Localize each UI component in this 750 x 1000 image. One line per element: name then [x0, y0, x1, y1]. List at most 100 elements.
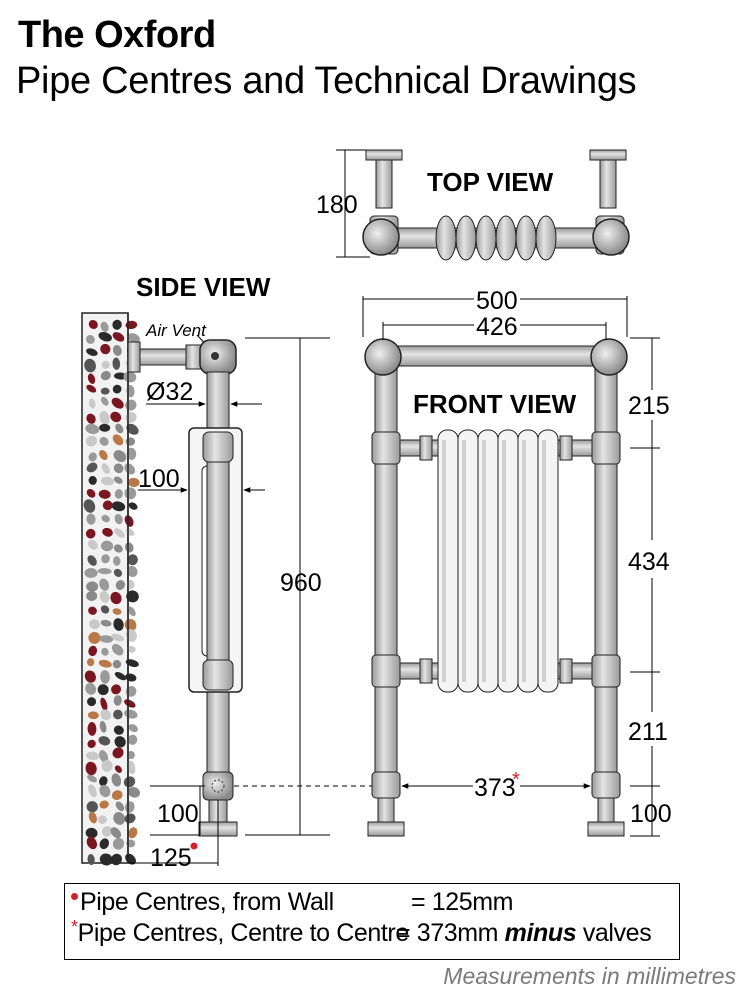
wall-stone — [127, 606, 136, 617]
wall-stone — [123, 371, 137, 383]
wall-stone — [111, 501, 126, 512]
wall-stone — [88, 811, 97, 824]
wall-stone — [112, 332, 125, 342]
wall-stone — [110, 591, 122, 605]
front-radiator-column-highlight — [502, 440, 506, 682]
legend-row2-bold: minus — [504, 919, 577, 947]
front-view-label: FRONT VIEW — [413, 389, 577, 419]
wall-stone — [101, 826, 113, 837]
wall-stone — [99, 436, 109, 446]
front-radiator-column-highlight — [542, 440, 546, 682]
wall-stone — [114, 528, 125, 538]
top-radiator-column — [535, 215, 557, 261]
wall-stone — [126, 590, 139, 603]
side-view-drawing — [127, 339, 243, 837]
wall-stone — [128, 502, 138, 510]
wall-stone — [112, 608, 122, 615]
wall-stone — [86, 413, 96, 424]
wall-stone — [100, 396, 109, 406]
wall-stone — [113, 463, 124, 474]
wall-stone — [127, 786, 141, 798]
wall-stone — [86, 581, 99, 592]
wall-stone — [85, 528, 96, 539]
wall-stone — [113, 709, 123, 720]
wall-stone — [83, 499, 96, 513]
pipe-centres-dimension: 373 — [474, 774, 516, 802]
top-radiator-column — [515, 215, 537, 261]
wall-stone — [101, 554, 110, 564]
wall-stone — [101, 463, 110, 475]
wall-stone — [113, 725, 124, 735]
top-view-label: TOP VIEW — [427, 167, 554, 197]
front-view-drawing — [364, 338, 628, 837]
wall-stone — [113, 544, 123, 553]
legend-row2-value-group: = 373mm minus valves — [396, 919, 652, 948]
wall-stone — [101, 759, 113, 772]
front-radiator-column-highlight — [482, 440, 486, 682]
rail-width-dimension: 426 — [476, 313, 518, 341]
wall-stone — [101, 647, 109, 656]
wall-stone — [114, 736, 126, 748]
front-radiator-column — [457, 429, 479, 693]
front-radiator-column-highlight — [442, 440, 446, 682]
wall-stone — [126, 565, 138, 578]
wall-stone — [112, 384, 122, 394]
wall-stone — [102, 500, 113, 511]
wall-stone — [100, 697, 108, 711]
wall-stone — [100, 321, 109, 332]
pipe-centres-marker: * — [512, 769, 520, 791]
wall-stone — [87, 539, 98, 550]
wall-section — [81, 312, 141, 866]
wall-stone — [86, 801, 98, 813]
wall-stone — [86, 488, 96, 498]
wall-stone — [101, 360, 110, 369]
wall-stone — [97, 815, 107, 825]
wall-stone — [125, 659, 139, 667]
wall-stone — [87, 721, 97, 736]
wall-stone — [115, 423, 124, 434]
wall-stone — [111, 790, 123, 801]
wall-stone — [85, 761, 97, 776]
top-radiator-column — [455, 215, 477, 261]
wall-stone — [85, 423, 100, 435]
legend-row2-value: = 373mm — [396, 919, 499, 947]
wall-stone — [100, 343, 111, 355]
wall-stone — [111, 643, 124, 656]
wall-stone — [113, 618, 124, 631]
valve-height-right-dimension: 100 — [630, 800, 672, 828]
wall-stone — [99, 635, 114, 643]
front-radiator-column — [497, 429, 519, 693]
measurement-note: Measurements in millimetres — [443, 963, 736, 989]
wall-stone — [127, 751, 135, 760]
wall-stone — [124, 515, 134, 527]
lower-section-dimension: 211 — [628, 718, 668, 746]
wall-stone — [127, 734, 138, 745]
wall-stone — [98, 736, 111, 746]
wall-stone — [127, 333, 140, 343]
wall-stone — [110, 827, 122, 839]
wall-stone — [127, 760, 136, 775]
wall-stone — [99, 776, 108, 787]
wall-stone — [86, 513, 96, 525]
wall-stone — [85, 682, 97, 695]
wall-stone — [88, 319, 98, 330]
side-view-label: SIDE VIEW — [136, 272, 271, 302]
front-radiator-column — [517, 429, 539, 693]
front-radiator-column-highlight — [462, 440, 466, 682]
wall-stone — [101, 476, 115, 486]
wall-stone — [86, 462, 98, 473]
wall-stone — [114, 513, 123, 525]
wall-stone — [88, 398, 96, 409]
wall-stone — [127, 477, 140, 488]
wall-stone — [86, 591, 98, 601]
wall-stone — [127, 554, 138, 566]
top-radiator-column — [495, 215, 517, 261]
wall-stone — [99, 423, 111, 432]
wall-stone — [85, 827, 98, 839]
wall-offset-dimension: 125 — [150, 844, 192, 872]
wall-stone — [111, 684, 122, 695]
wall-stone — [99, 411, 110, 425]
wall-stone — [99, 590, 110, 603]
wall-stone — [115, 801, 125, 812]
